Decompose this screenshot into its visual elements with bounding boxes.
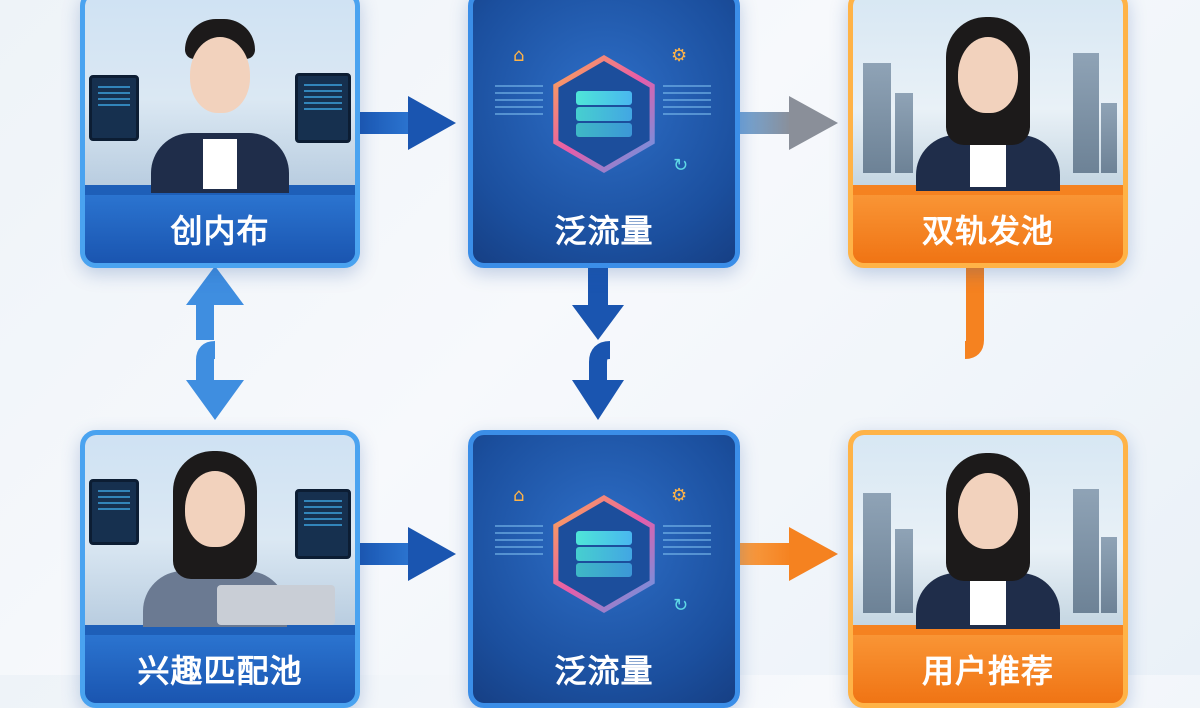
node-top-left: 创内布 [80,0,360,268]
arrow-top-left-to-center [355,96,456,150]
arrow-bottom-left-to-center [355,527,456,581]
house-icon: ⌂ [513,485,525,506]
photo-woman-city [853,0,1123,191]
gear-icon: ⚙ [671,45,688,66]
arrow-bottom-center-to-right [733,527,838,581]
node-bottom-center: ⌂ ⚙ ↻ 泛流量 [468,430,740,708]
node-bottom-right: 用户推荐 [848,430,1128,708]
refresh-icon: ↻ [673,595,689,616]
photo-woman-laptop [85,435,355,627]
arrow-top-center-down [572,262,624,340]
node-top-center: ⌂ ⚙ ↻ 泛流量 [468,0,740,268]
gear-icon: ⚙ [671,485,688,506]
arrow-top-center-to-right [733,96,838,150]
house-icon: ⌂ [513,45,525,66]
photo-woman-city-2 [853,435,1123,629]
node-top-right: 双轨发池 [848,0,1128,268]
node-bottom-left: 兴趣匹配池 [80,430,360,708]
node-label: 兴趣匹配池 [85,635,355,703]
connector-bus [186,262,984,420]
node-label: 泛流量 [554,652,654,690]
node-label: 泛流量 [554,212,654,250]
node-label: 用户推荐 [853,635,1123,703]
photo-man-office [85,0,355,193]
node-label: 双轨发池 [853,195,1123,263]
refresh-icon: ↻ [673,155,689,176]
node-label: 创内布 [85,195,355,263]
